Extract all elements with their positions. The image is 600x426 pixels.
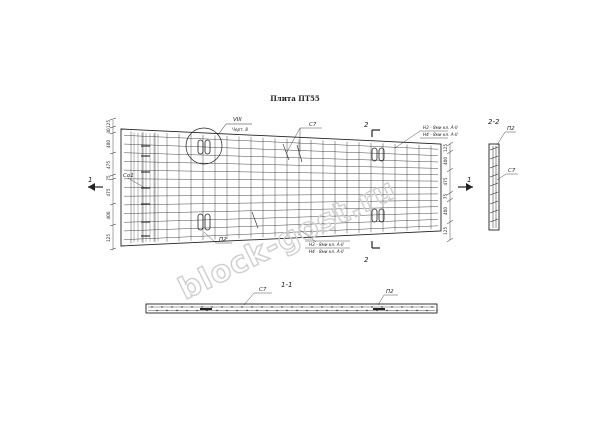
note-bottom-1: Н3 - 8ми кл. А-II	[309, 242, 344, 247]
dimension-value: 125	[106, 234, 111, 242]
lifting-loop	[371, 208, 385, 223]
section-marker-2-bottom: 2	[364, 241, 380, 264]
svg-text:1: 1	[467, 176, 471, 184]
dimension-value: 475	[106, 188, 111, 196]
dimension-value: 40	[106, 128, 111, 134]
dimension-value: 75	[443, 194, 448, 200]
section-1-1-label: 1-1	[281, 281, 292, 289]
dimension-value: 475	[443, 177, 448, 185]
dimension-value: 75	[106, 175, 111, 181]
note-top-1: Н3 - 8ми кл. А-II	[423, 125, 458, 130]
section-marker-1-right: 1	[458, 176, 473, 191]
dimension-value: 400	[443, 207, 448, 215]
detail-node-ref: Черт. 8	[232, 127, 248, 132]
note-bottom-2: Н4 - 8ми кл. А-II	[309, 249, 344, 254]
dimension-value: 400	[106, 211, 111, 219]
dimension-value: 400	[443, 157, 448, 165]
label-p2-section: П2	[386, 289, 394, 295]
detail-circle	[185, 127, 223, 165]
label-c7-section: С7	[259, 287, 267, 293]
dimension-value: 125	[443, 227, 448, 235]
label-c7-top: С7	[309, 122, 317, 128]
detail-node-label: VIII	[233, 117, 242, 123]
svg-text:1: 1	[88, 176, 92, 184]
section-1-1: 1-1 С7 П2	[145, 281, 438, 314]
label-co1: Со1	[123, 173, 134, 179]
dimension-value: 125	[106, 120, 111, 128]
section-marker-1-left: 1	[88, 176, 103, 191]
lifting-loop	[197, 139, 211, 155]
label-p2-bottom: П2	[219, 237, 227, 243]
lifting-loop	[371, 147, 385, 162]
reinforcement-mesh	[123, 131, 439, 244]
note-top-2: Н4 - 8ми кл. А-II	[423, 132, 458, 137]
label-c7-side: С7	[508, 168, 516, 174]
section-2-2: 2-2 П2 С7	[488, 118, 518, 231]
dimension-chain-right: 125 400 475 75 400 125	[443, 141, 454, 243]
section-2-2-label: 2-2	[488, 118, 500, 126]
svg-text:2: 2	[364, 121, 369, 129]
drawing-title: Плита ПТ55	[270, 94, 320, 103]
svg-text:2: 2	[364, 256, 369, 264]
dimension-value: 475	[106, 161, 111, 169]
dimension-value: 400	[106, 140, 111, 148]
section-marker-2-top: 2	[364, 121, 380, 137]
dimension-value: 125	[443, 144, 448, 152]
slab-plan: VIII Черт. 8 С7 Со1 П2	[88, 117, 473, 264]
lifting-loop	[197, 213, 211, 231]
label-p2-side: П2	[507, 126, 515, 132]
